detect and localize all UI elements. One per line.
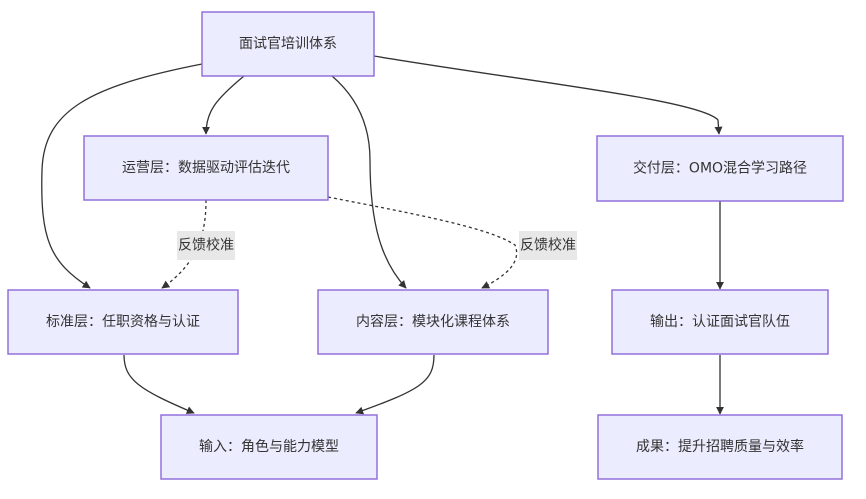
node-delivery[interactable]: 交付层：OMO混合学习路径 (596, 135, 844, 202)
edge-root-to-ops (202, 75, 245, 135)
node-root[interactable]: 面试官培训体系 (201, 11, 375, 77)
edge-label-ops-standard: 反馈校准 (177, 231, 235, 260)
node-ops[interactable]: 运营层：数据驱动评估迭代 (83, 135, 329, 201)
node-label: 运营层：数据驱动评估迭代 (122, 160, 290, 176)
edge-content-to-input (355, 354, 435, 415)
node-label: 输入：角色与能力模型 (199, 438, 339, 455)
edge-label-ops-content: 反馈校准 (519, 231, 577, 260)
edge-label-text: 反馈校准 (178, 237, 234, 254)
node-input[interactable]: 输入：角色与能力模型 (160, 414, 378, 480)
edge-root-to-standard (41, 63, 203, 289)
edge-root-to-delivery (373, 55, 723, 135)
node-label: 内容层：模块化课程体系 (356, 313, 510, 330)
edge-root-to-content (331, 75, 407, 289)
node-label: 输出：认证面试官队伍 (650, 314, 790, 330)
node-standard[interactable]: 标准层：任职资格与认证 (7, 289, 239, 355)
node-label: 标准层：任职资格与认证 (46, 314, 200, 330)
node-label: 成果：提升招聘质量与效率 (636, 438, 804, 455)
node-output[interactable]: 输出：认证面试官队伍 (611, 289, 829, 355)
edge-label-text: 反馈校准 (520, 237, 576, 254)
node-content[interactable]: 内容层：模块化课程体系 (317, 289, 549, 355)
edge-ops-to-content (327, 196, 518, 289)
edges (41, 55, 724, 415)
node-label: 交付层：OMO混合学习路径 (633, 160, 807, 177)
edge-standard-to-input (123, 354, 195, 414)
node-label: 面试官培训体系 (239, 36, 337, 52)
node-result[interactable]: 成果：提升招聘质量与效率 (597, 414, 843, 480)
